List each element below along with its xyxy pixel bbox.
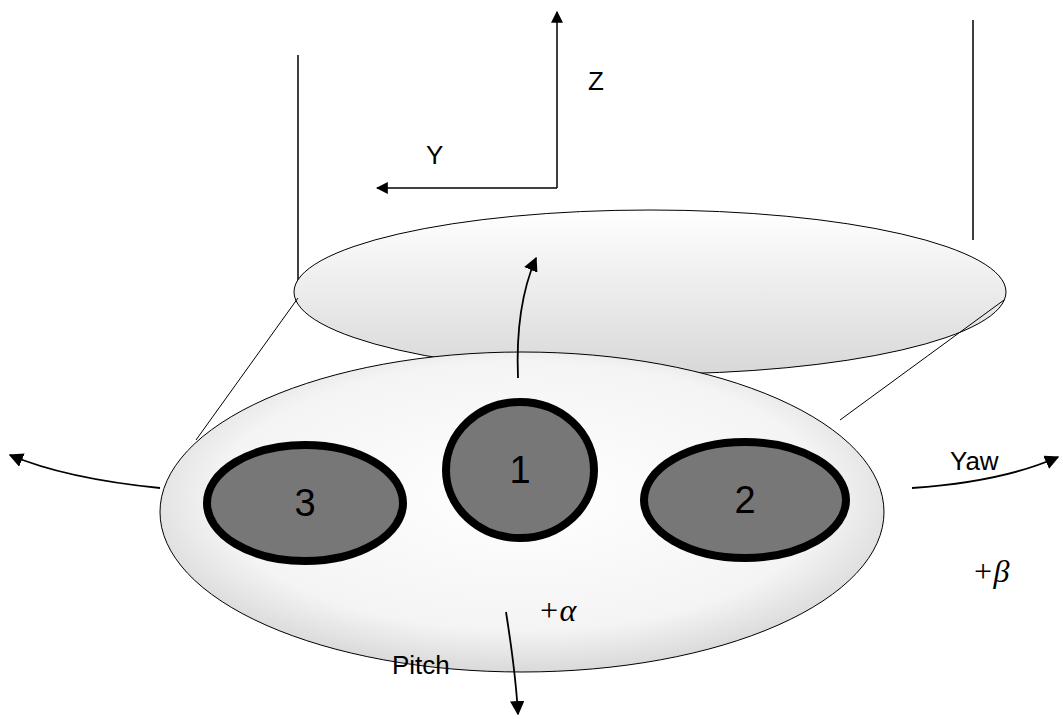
- port-number: 3: [294, 482, 315, 525]
- axis-label: Z: [588, 66, 604, 97]
- axis-label: +α: [538, 592, 576, 629]
- port-ellipse: 2: [640, 438, 850, 562]
- rotation-arrow: [518, 258, 536, 378]
- body-edge: [840, 300, 1004, 420]
- support-strut: [972, 20, 974, 240]
- axis-label: Pitch: [392, 650, 450, 681]
- port-number: 2: [734, 479, 755, 522]
- back-face: [294, 210, 1006, 374]
- port-shape: [207, 445, 403, 561]
- yaw-arrow: [10, 455, 160, 488]
- axis-label: Yaw: [950, 446, 999, 477]
- support-strut: [297, 55, 299, 300]
- port-number: 1: [509, 449, 530, 492]
- port-shape: [644, 442, 846, 558]
- axis-label: +β: [972, 553, 1010, 590]
- z-axis: [556, 12, 558, 188]
- axis-label: Y: [426, 140, 443, 171]
- y-axis: [377, 187, 557, 189]
- front-face: [160, 352, 884, 672]
- port-ellipse: 1: [442, 398, 598, 542]
- pitch-arrow: [506, 612, 518, 714]
- port-shape: [446, 402, 594, 538]
- port-ellipse: 3: [203, 441, 407, 565]
